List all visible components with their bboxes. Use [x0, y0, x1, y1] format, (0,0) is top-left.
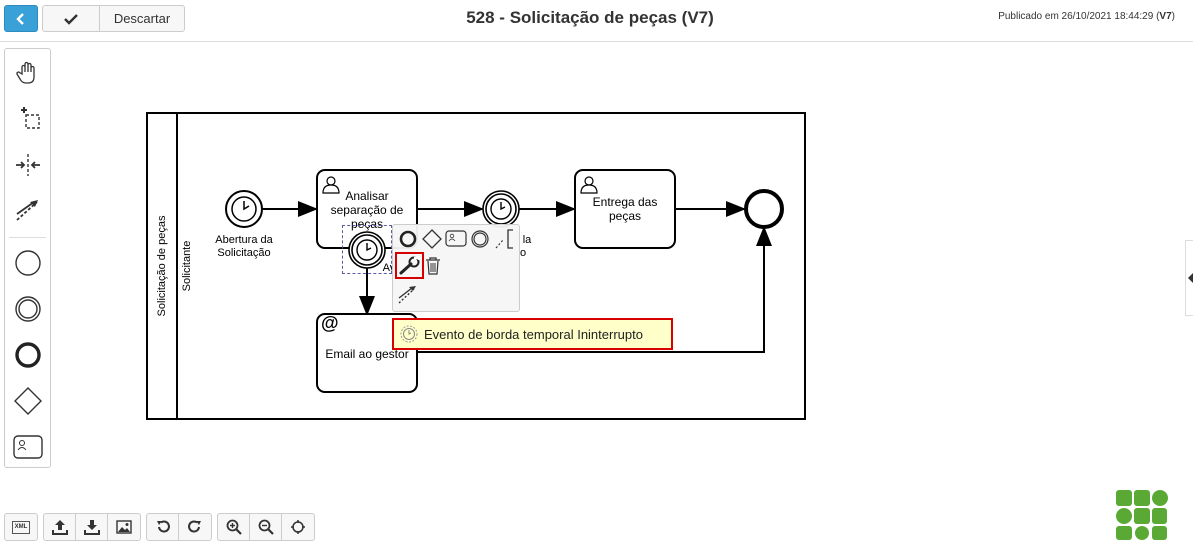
lasso-tool-button[interactable] [5, 101, 50, 137]
task-analyze-label: Analisar separação de peças [330, 189, 404, 231]
task-tool[interactable] [5, 429, 50, 465]
flow-email-to-end [418, 226, 772, 353]
brand-logo [1116, 490, 1168, 540]
xml-group: XML [4, 513, 38, 541]
end-event[interactable] [743, 188, 785, 230]
end-event-tool[interactable] [5, 337, 50, 373]
tooltip-text: Evento de borda temporal Ininterrupto [424, 326, 643, 342]
boundary-timer-icon [400, 325, 418, 343]
bottom-toolbar: XML [4, 513, 315, 541]
user-icon [322, 176, 340, 194]
check-icon [64, 13, 78, 25]
start-event-icon [14, 250, 41, 276]
undo-button[interactable] [147, 514, 179, 540]
back-button[interactable] [4, 5, 38, 32]
chevron-left-icon [16, 12, 24, 25]
redo-button[interactable] [179, 514, 211, 540]
palette-separator [9, 237, 46, 238]
task-email-label: Email ao gestor [325, 347, 409, 361]
timer-label-fragment-1: la [522, 234, 532, 246]
user-icon [580, 176, 598, 194]
tool-palette [4, 48, 51, 468]
lasso-icon [20, 107, 40, 129]
task-delivery[interactable]: Entrega das peças [574, 169, 676, 249]
xml-icon: XML [12, 520, 30, 534]
published-prefix: Publicado em 26/10/2021 18:44:29 ( [998, 11, 1160, 22]
gateway-tool[interactable] [5, 383, 50, 419]
task-delivery-label: Entrega das peças [592, 195, 658, 223]
history-group [146, 513, 212, 541]
upload-icon [51, 520, 68, 535]
context-pad [392, 224, 520, 312]
space-tool-button[interactable] [5, 147, 50, 183]
fit-view-button[interactable] [282, 514, 314, 540]
boundary-timer-event[interactable] [347, 230, 387, 270]
space-icon [15, 154, 40, 176]
text-annotation-icon[interactable] [494, 228, 516, 250]
save-button[interactable] [43, 6, 100, 31]
start-timer-event[interactable] [224, 189, 264, 229]
redo-icon [188, 520, 201, 533]
export-image-button[interactable] [108, 514, 140, 540]
selection-box [342, 225, 392, 274]
crosshair-icon [291, 520, 305, 534]
download-icon [83, 520, 100, 535]
zoom-out-icon [258, 519, 274, 535]
zoom-group [217, 513, 315, 541]
append-gateway-icon[interactable] [421, 228, 443, 250]
task-email[interactable]: @ Email ao gestor [316, 313, 418, 393]
user-task-icon [12, 435, 43, 459]
download-button[interactable] [76, 514, 108, 540]
intermediate-event-icon [14, 296, 41, 322]
pool-header: Solicitação de peças [148, 114, 178, 418]
element-tooltip: Evento de borda temporal Ininterrupto [392, 318, 673, 350]
image-icon [116, 520, 132, 534]
caret-left-icon [1188, 273, 1193, 283]
connect-icon [15, 200, 38, 221]
hand-tool-button[interactable] [5, 55, 50, 91]
hand-icon [15, 61, 35, 84]
properties-panel-toggle[interactable] [1185, 240, 1193, 316]
append-end-event-icon[interactable] [399, 230, 417, 248]
upload-button[interactable] [44, 514, 76, 540]
zoom-in-icon [226, 519, 242, 535]
intermediate-event-tool[interactable] [5, 291, 50, 327]
zoom-out-button[interactable] [250, 514, 282, 540]
published-version: V7 [1159, 11, 1172, 22]
wrench-highlight [395, 252, 424, 279]
connect-icon[interactable] [397, 283, 419, 305]
page-title: 528 - Solicitação de peças (V7) [466, 8, 714, 27]
discard-button[interactable]: Descartar [113, 11, 171, 26]
wrench-icon[interactable] [399, 256, 421, 276]
append-intermediate-event-icon[interactable] [470, 229, 490, 249]
gateway-icon [13, 387, 42, 415]
published-info: Publicado em 26/10/2021 18:44:29 (V7) [998, 11, 1175, 22]
trash-icon[interactable] [425, 256, 441, 276]
connect-tool-button[interactable] [5, 193, 50, 229]
zoom-in-button[interactable] [218, 514, 250, 540]
published-suffix: ) [1171, 11, 1175, 22]
email-icon: @ [321, 313, 339, 333]
top-bar: Descartar 528 - Solicitação de peças (V7… [0, 0, 1193, 42]
end-event-icon [14, 342, 41, 368]
file-group [43, 513, 141, 541]
append-task-icon[interactable] [445, 230, 467, 248]
intermediate-timer-event[interactable] [481, 189, 521, 229]
start-event-label: Abertura da Solicitação [215, 234, 273, 259]
action-button-group: Descartar [42, 5, 185, 32]
undo-icon [156, 520, 170, 533]
xml-button[interactable]: XML [5, 514, 37, 540]
start-event-tool[interactable] [5, 245, 50, 281]
timer-label-fragment-2: o [519, 247, 527, 259]
